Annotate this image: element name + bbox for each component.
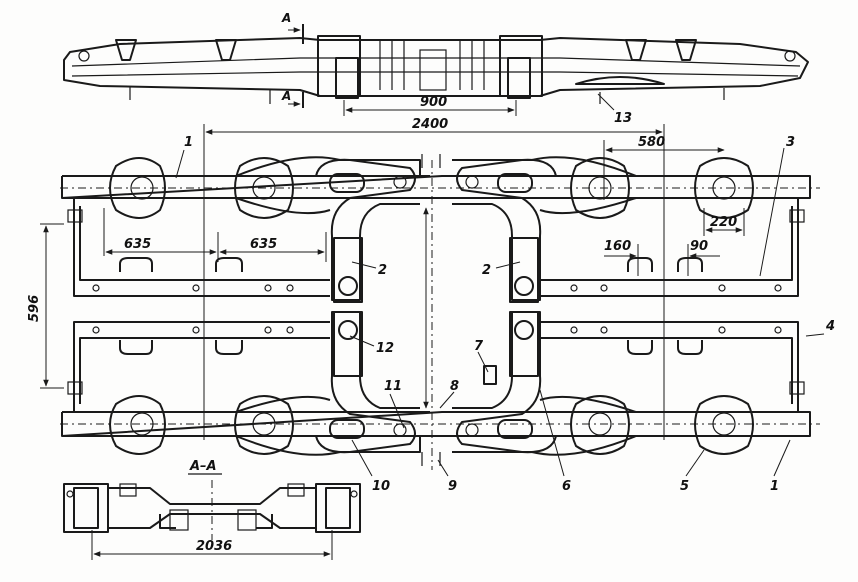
plan-upper-side-frame: [61, 156, 811, 303]
dim-2400: 2400: [412, 117, 448, 132]
section-a-a-view: A–A: [63, 459, 361, 540]
callout-10: 10: [372, 479, 390, 494]
bolster-2-right: [509, 237, 539, 303]
bolster-2-left: [333, 237, 363, 303]
dim-596: 596: [27, 295, 42, 322]
dim-580: 580: [638, 135, 665, 150]
callout-3: 3: [786, 135, 795, 150]
part-7-shape: [483, 365, 497, 385]
callout-12: 12: [376, 341, 394, 356]
callout-5: 5: [680, 479, 689, 494]
dim-160: 160: [604, 239, 631, 254]
callout-8: 8: [450, 379, 459, 394]
callout-13: 13: [614, 111, 632, 126]
dim-2036: 2036: [196, 539, 232, 554]
spring-seat-right: [499, 35, 543, 97]
callout-4: 4: [825, 319, 835, 334]
callout-2-right: 2: [482, 263, 491, 278]
callout-1-bottom: 1: [770, 479, 779, 494]
part-13-shape: [575, 76, 665, 85]
section-letter-top: A: [281, 11, 291, 25]
spring-seat-left: [317, 35, 361, 97]
callout-6: 6: [562, 479, 571, 494]
bolster-12: [333, 311, 363, 377]
callout-1-top: 1: [184, 135, 193, 150]
section-letter-bottom: A: [281, 89, 291, 103]
dim-635-left: 635: [124, 237, 151, 252]
callout-9: 9: [448, 479, 457, 494]
side-view: A A 900 13: [63, 11, 809, 126]
section-title: A–A: [189, 459, 217, 474]
callout-7: 7: [474, 339, 484, 354]
callout-11: 11: [384, 379, 402, 394]
dim-900: 900: [420, 95, 447, 110]
plan-lower-side-frame: [61, 311, 811, 456]
dim-220: 220: [710, 215, 737, 230]
dim-90: 90: [690, 239, 708, 254]
callout-2-left: 2: [378, 263, 387, 278]
dim-635-right: 635: [250, 237, 277, 252]
